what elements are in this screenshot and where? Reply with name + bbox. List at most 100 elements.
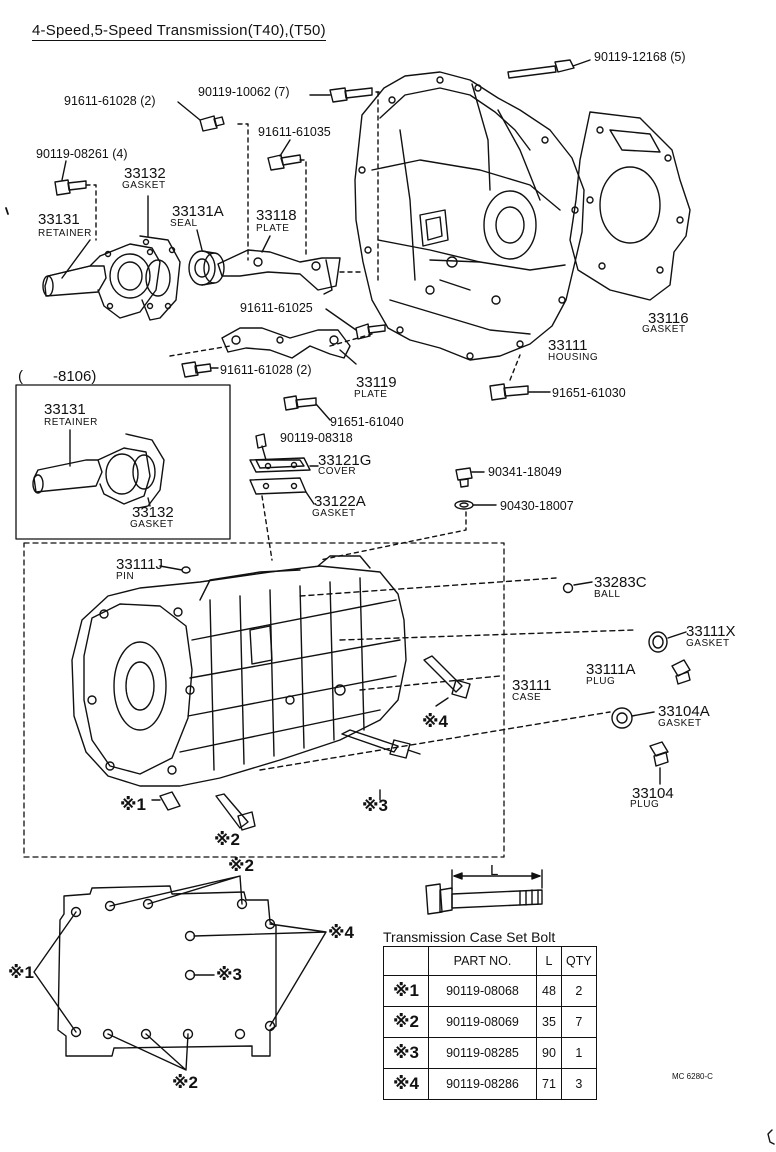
label-91651-61040: 91651-61040 xyxy=(330,415,404,429)
label-33104-sub: PLUG xyxy=(630,799,660,810)
locator-mark-2-bottom: ※2 xyxy=(172,1073,198,1092)
header-mark xyxy=(383,946,429,976)
seal-33131A xyxy=(188,229,225,286)
label-33131A: 33131A xyxy=(172,203,224,220)
table-row: ※2 90119-08069 35 7 xyxy=(383,1006,597,1038)
label-inset-33131: 33131 xyxy=(44,401,86,418)
label-33111A-sub: PLUG xyxy=(586,676,616,687)
label-33111-case: 33111 xyxy=(512,677,552,694)
header-qty: QTY xyxy=(561,946,597,976)
plug-33111A xyxy=(671,659,691,685)
dimension-L: L xyxy=(490,862,499,879)
case-mark-3: ※3 xyxy=(362,796,388,815)
locator-mark-4: ※4 xyxy=(328,923,354,942)
plate-33118 xyxy=(217,235,361,295)
bolt-table-caption: Transmission Case Set Bolt xyxy=(383,929,556,945)
label-33111-housing-sub: HOUSING xyxy=(548,352,599,363)
row-part: 90119-08068 xyxy=(428,975,537,1007)
row-qty: 1 xyxy=(561,1037,597,1069)
case-33111 xyxy=(71,555,407,787)
label-33111-case-sub: CASE xyxy=(512,692,542,703)
label-90430-18007: 90430-18007 xyxy=(500,499,574,513)
label-33111A: 33111A xyxy=(586,661,636,678)
label-33122A-sub: GASKET xyxy=(312,508,356,519)
label-33104A-sub: GASKET xyxy=(658,718,702,729)
label-33283C-sub: BALL xyxy=(594,589,621,600)
label-33119-sub: PLATE xyxy=(354,389,388,400)
label-33116: 33116 xyxy=(648,310,689,327)
gasket-33111X xyxy=(648,631,687,653)
row-qty: 3 xyxy=(561,1068,597,1100)
label-33111X: 33111X xyxy=(686,623,736,640)
label-33104: 33104 xyxy=(632,785,674,802)
label-90341-18049: 90341-18049 xyxy=(488,465,562,479)
bolt-90119-10062 xyxy=(309,87,383,281)
label-91611-61035: 91611-61035 xyxy=(258,125,331,139)
ball-33283C xyxy=(562,581,593,594)
locator-mark-3: ※3 xyxy=(216,965,242,984)
row-part: 90119-08286 xyxy=(428,1068,537,1100)
bolt-90119-08261 xyxy=(54,160,97,241)
row-part: 90119-08285 xyxy=(428,1037,537,1069)
label-90119-08261: 90119-08261 (4) xyxy=(36,147,128,161)
label-33104A: 33104A xyxy=(658,703,710,720)
drawing-code: MC 6280-C xyxy=(672,1072,713,1081)
locator-mark-2-top: ※2 xyxy=(228,856,254,875)
label-90119-08318: 90119-08318 xyxy=(280,431,353,445)
row-qty: 7 xyxy=(561,1006,597,1038)
label-33118: 33118 xyxy=(256,207,297,224)
bolt-table: PART NO. L QTY ※1 90119-08068 48 2 ※2 90… xyxy=(383,946,597,1100)
label-33132: 33132 xyxy=(124,165,166,182)
bolt-mark2 xyxy=(215,793,256,831)
pin-33111J xyxy=(159,565,191,574)
bolt-91611-61028-top xyxy=(177,101,225,132)
label-33122A: 33122A xyxy=(314,493,366,510)
case-mark-4: ※4 xyxy=(422,712,448,731)
row-length: 90 xyxy=(536,1037,562,1069)
cover-33121G xyxy=(249,433,319,473)
label-33131-sub: RETAINER xyxy=(38,228,92,239)
label-33116-sub: GASKET xyxy=(642,324,686,335)
label-90119-10062: 90119-10062 (7) xyxy=(198,85,290,99)
label-33121G: 33121G xyxy=(318,452,372,469)
bolt-91611-61028-mid xyxy=(181,361,219,378)
label-91611-61025: 91611-61025 xyxy=(240,301,313,315)
plug-90341-18049 xyxy=(455,467,485,488)
bolt-mark1 xyxy=(151,791,181,811)
label-inset-33131-sub: RETAINER xyxy=(44,417,98,428)
label-33132-sub: GASKET xyxy=(122,180,166,191)
label-33111J: 33111J xyxy=(116,556,163,573)
row-mark: ※3 xyxy=(383,1037,429,1069)
plug-33104 xyxy=(649,741,669,785)
bolt-table-header: PART NO. L QTY xyxy=(383,946,597,976)
gasket-33104A xyxy=(611,707,655,729)
bolt-mark3 xyxy=(341,729,421,801)
inset-retainer xyxy=(32,429,165,509)
label-inset-range: ( -8106) xyxy=(18,368,97,385)
bolt-mark4 xyxy=(423,655,471,707)
gasket-33132 xyxy=(61,195,181,321)
plate-33119 xyxy=(169,327,373,365)
row-qty: 2 xyxy=(561,975,597,1007)
bolt-91611-61025 xyxy=(325,308,386,340)
gasket-33116 xyxy=(569,111,691,301)
case-mark-1: ※1 xyxy=(120,795,146,814)
label-33111-housing: 33111 xyxy=(548,337,588,354)
gasket-33122A xyxy=(249,477,315,561)
bolt-91651-61040 xyxy=(283,395,331,421)
row-part: 90119-08069 xyxy=(428,1006,537,1038)
label-33131A-sub: SEAL xyxy=(170,218,198,229)
label-33111X-sub: GASKET xyxy=(686,638,730,649)
row-length: 71 xyxy=(536,1068,562,1100)
table-row: ※1 90119-08068 48 2 xyxy=(383,975,597,1007)
label-inset-33132-sub: GASKET xyxy=(130,519,174,530)
case-mark-2: ※2 xyxy=(214,830,240,849)
header-part-no: PART NO. xyxy=(428,946,537,976)
retainer-33131 xyxy=(42,243,161,319)
label-33119: 33119 xyxy=(356,374,397,391)
washer-90430-18007 xyxy=(319,500,497,561)
header-length: L xyxy=(536,946,562,976)
label-33121G-sub: COVER xyxy=(318,466,357,477)
bolt-90119-12168 xyxy=(507,59,591,79)
row-mark: ※2 xyxy=(383,1006,429,1038)
